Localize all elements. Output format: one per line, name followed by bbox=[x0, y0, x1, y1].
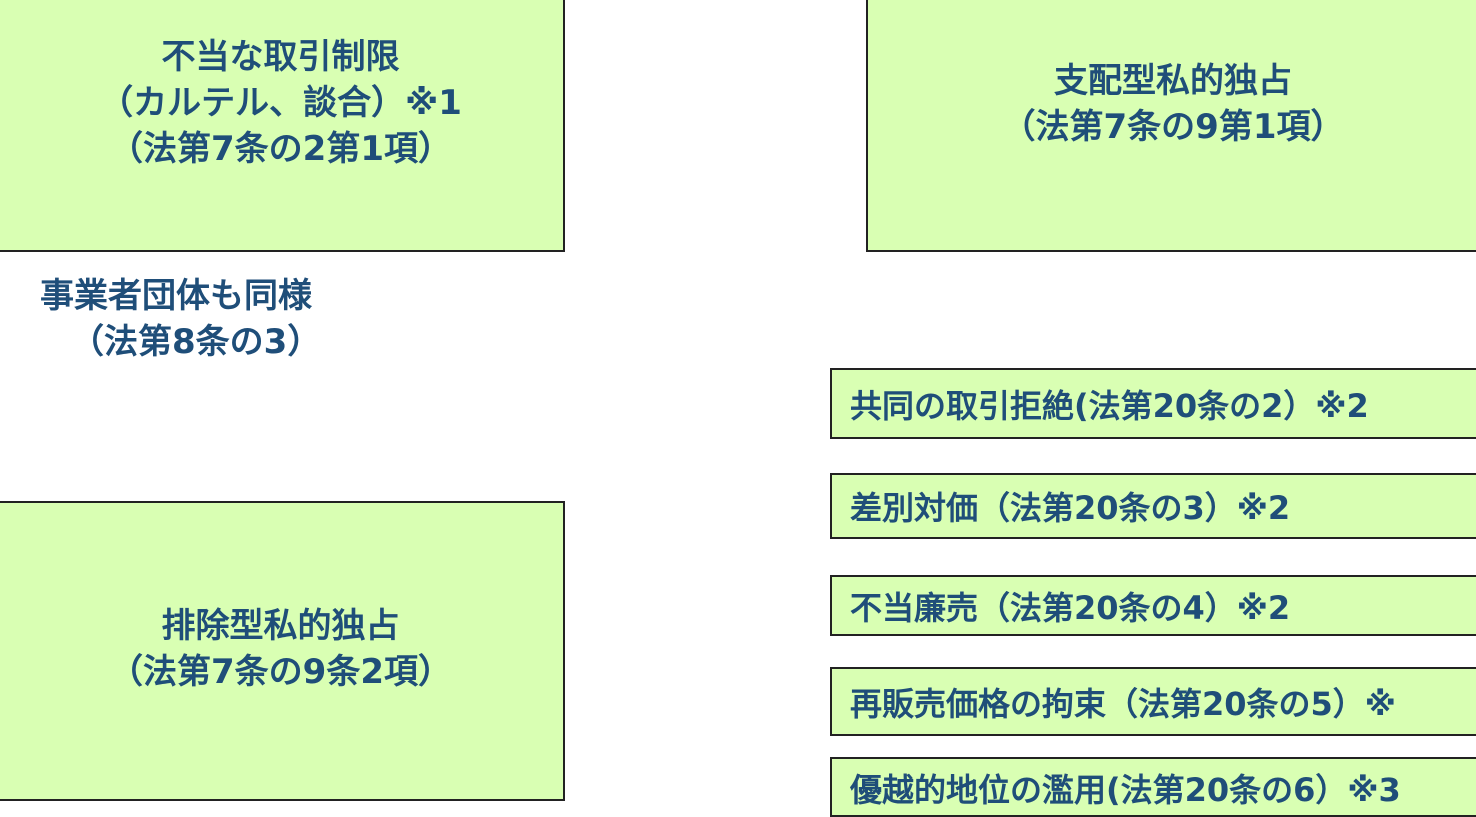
association-note: 事業者団体も同様 （法第8条の3） bbox=[40, 273, 321, 365]
cartel-article: （法第7条の2第1項） bbox=[109, 129, 452, 169]
unfair-practice-label: 差別対価（法第20条の3）※2 bbox=[850, 489, 1291, 527]
unfair-practice-item: 再販売価格の拘束（法第20条の5）※ bbox=[830, 667, 1476, 736]
cartel-box: 不当な取引制限 （カルテル、談合）※1 （法第7条の2第1項） bbox=[0, 0, 565, 252]
unfair-practice-item: 優越的地位の濫用(法第20条の6）※3 bbox=[830, 757, 1476, 817]
control-title: 支配型私的独占 bbox=[1054, 61, 1292, 101]
unfair-practice-item: 共同の取引拒絶(法第20条の2）※2 bbox=[830, 368, 1476, 439]
unfair-practice-item: 不当廉売（法第20条の4）※2 bbox=[830, 575, 1476, 636]
exclusion-monopolization-box: 排除型私的独占 （法第7条の9条2項） bbox=[0, 501, 565, 801]
association-title: 事業者団体も同様 bbox=[40, 276, 312, 316]
control-article: （法第7条の9第1項） bbox=[1001, 107, 1345, 147]
cartel-title: 不当な取引制限 bbox=[161, 37, 400, 77]
unfair-practice-item: 差別対価（法第20条の3）※2 bbox=[830, 473, 1476, 539]
exclusion-title: 排除型私的独占 bbox=[161, 606, 400, 646]
association-article: （法第8条の3） bbox=[70, 322, 322, 362]
unfair-practice-label: 不当廉売（法第20条の4）※2 bbox=[850, 588, 1291, 627]
unfair-practice-label: 共同の取引拒絶(法第20条の2）※2 bbox=[850, 386, 1369, 425]
unfair-practice-label: 優越的地位の濫用(法第20条の6）※3 bbox=[850, 771, 1401, 809]
exclusion-article: （法第7条の9条2項） bbox=[109, 652, 452, 692]
unfair-practice-label: 再販売価格の拘束（法第20条の5）※ bbox=[850, 684, 1396, 723]
control-monopolization-box: 支配型私的独占 （法第7条の9第1項） bbox=[866, 0, 1476, 252]
cartel-subtitle: （カルテル、談合）※1 bbox=[99, 83, 462, 123]
